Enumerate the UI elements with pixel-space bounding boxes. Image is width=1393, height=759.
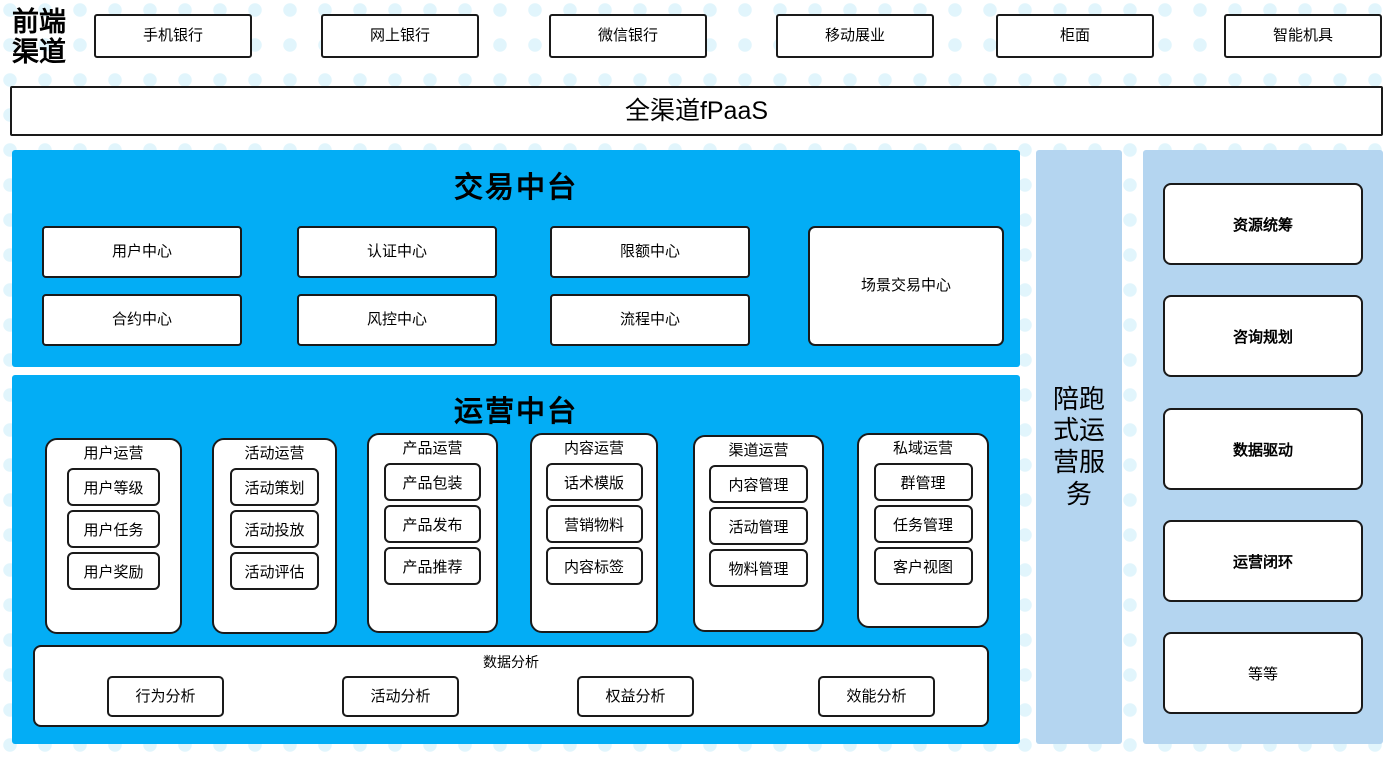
data-analysis-chip-behavior[interactable]: 行为分析 <box>107 676 224 717</box>
trade-chip-riskcontrol-center[interactable]: 风控中心 <box>297 294 497 346</box>
ops-platform-title: 运营中台 <box>453 396 578 428</box>
trade-platform-panel: 交易中台 用户中心 认证中心 限额中心 合约中心 风控中心 流程中心 场景交易中… <box>12 150 1020 367</box>
trade-chip-auth-center[interactable]: 认证中心 <box>297 226 497 278</box>
ops-item-group-management[interactable]: 群管理 <box>873 463 973 501</box>
channel-chip-online-bank[interactable]: 网上银行 <box>321 14 479 58</box>
trade-platform-title: 交易中台 <box>453 172 578 204</box>
ops-item-product-release[interactable]: 产品发布 <box>384 505 481 543</box>
data-analysis-chip-efficiency[interactable]: 效能分析 <box>818 676 935 717</box>
trade-chip-user-center[interactable]: 用户中心 <box>42 226 242 278</box>
ops-item-campaign-management[interactable]: 活动管理 <box>709 507 808 545</box>
ops-column-title: 活动运营 <box>244 445 305 462</box>
service-strip-panel: 陪跑式运营服务 <box>1036 150 1122 744</box>
data-analysis-container: 数据分析 行为分析 活动分析 权益分析 效能分析 <box>33 645 989 727</box>
ops-column-private-domain-operations[interactable]: 私域运营 群管理 任务管理 客户视图 <box>857 433 989 628</box>
ops-item-campaign-evaluation[interactable]: 活动评估 <box>230 552 319 590</box>
ops-item-content-management[interactable]: 内容管理 <box>709 465 808 503</box>
ops-item-user-task[interactable]: 用户任务 <box>67 510 160 548</box>
ops-item-campaign-delivery[interactable]: 活动投放 <box>230 510 319 548</box>
ops-column-campaign-operations[interactable]: 活动运营 活动策划 活动投放 活动评估 <box>212 438 337 634</box>
ops-item-campaign-planning[interactable]: 活动策划 <box>230 468 319 506</box>
trade-chip-limit-center[interactable]: 限额中心 <box>550 226 750 278</box>
service-card-resource-coordination[interactable]: 资源统筹 <box>1163 183 1363 265</box>
channel-chip-counter[interactable]: 柜面 <box>996 14 1154 58</box>
trade-chip-contract-center[interactable]: 合约中心 <box>42 294 242 346</box>
frontend-channel-label-line1: 前端 <box>12 6 66 37</box>
service-card-etc[interactable]: 等等 <box>1163 632 1363 714</box>
ops-item-material-management[interactable]: 物料管理 <box>709 549 808 587</box>
ops-item-script-template[interactable]: 话术模版 <box>545 463 643 501</box>
ops-column-channel-operations[interactable]: 渠道运营 内容管理 活动管理 物料管理 <box>693 435 824 632</box>
service-strip-label: 陪跑式运营服务 <box>1052 383 1105 509</box>
service-card-data-driven[interactable]: 数据驱动 <box>1163 408 1363 490</box>
ops-item-user-level[interactable]: 用户等级 <box>67 468 160 506</box>
ops-item-customer-view[interactable]: 客户视图 <box>873 547 973 585</box>
frontend-channel-label-line2: 渠道 <box>12 37 66 67</box>
ops-column-content-operations[interactable]: 内容运营 话术模版 营销物料 内容标签 <box>530 433 658 633</box>
ops-column-title: 内容运营 <box>563 440 624 457</box>
ops-column-product-operations[interactable]: 产品运营 产品包装 产品发布 产品推荐 <box>367 433 498 633</box>
ops-column-user-operations[interactable]: 用户运营 用户等级 用户任务 用户奖励 <box>45 438 182 634</box>
channel-chip-smart-machine[interactable]: 智能机具 <box>1224 14 1382 58</box>
ops-item-task-management[interactable]: 任务管理 <box>873 505 973 543</box>
service-card-consulting-planning[interactable]: 咨询规划 <box>1163 295 1363 377</box>
channel-chip-mobile-bank[interactable]: 手机银行 <box>94 14 252 58</box>
ops-item-product-recommend[interactable]: 产品推荐 <box>384 547 481 585</box>
ops-column-title: 产品运营 <box>402 440 463 457</box>
channel-chip-mobile-business[interactable]: 移动展业 <box>776 14 934 58</box>
data-analysis-title: 数据分析 <box>483 654 539 670</box>
ops-item-marketing-material[interactable]: 营销物料 <box>545 505 643 543</box>
ops-item-product-packaging[interactable]: 产品包装 <box>384 463 481 501</box>
ops-item-user-reward[interactable]: 用户奖励 <box>67 552 160 590</box>
service-cards-panel: 资源统筹 咨询规划 数据驱动 运营闭环 等等 <box>1143 150 1383 744</box>
frontend-channel-label: 前端 渠道 <box>2 2 76 72</box>
channel-chip-wechat-bank[interactable]: 微信银行 <box>549 14 707 58</box>
fpaas-bar[interactable]: 全渠道fPaaS <box>10 86 1383 136</box>
ops-column-title: 私域运营 <box>892 440 953 457</box>
ops-column-title: 渠道运营 <box>728 442 789 459</box>
trade-chip-scene-transaction-center[interactable]: 场景交易中心 <box>808 226 1004 346</box>
data-analysis-chip-benefit[interactable]: 权益分析 <box>577 676 694 717</box>
service-card-operations-loop[interactable]: 运营闭环 <box>1163 520 1363 602</box>
trade-chip-process-center[interactable]: 流程中心 <box>550 294 750 346</box>
ops-column-title: 用户运营 <box>83 445 144 462</box>
data-analysis-chip-campaign[interactable]: 活动分析 <box>342 676 459 717</box>
ops-item-content-tag[interactable]: 内容标签 <box>545 547 643 585</box>
